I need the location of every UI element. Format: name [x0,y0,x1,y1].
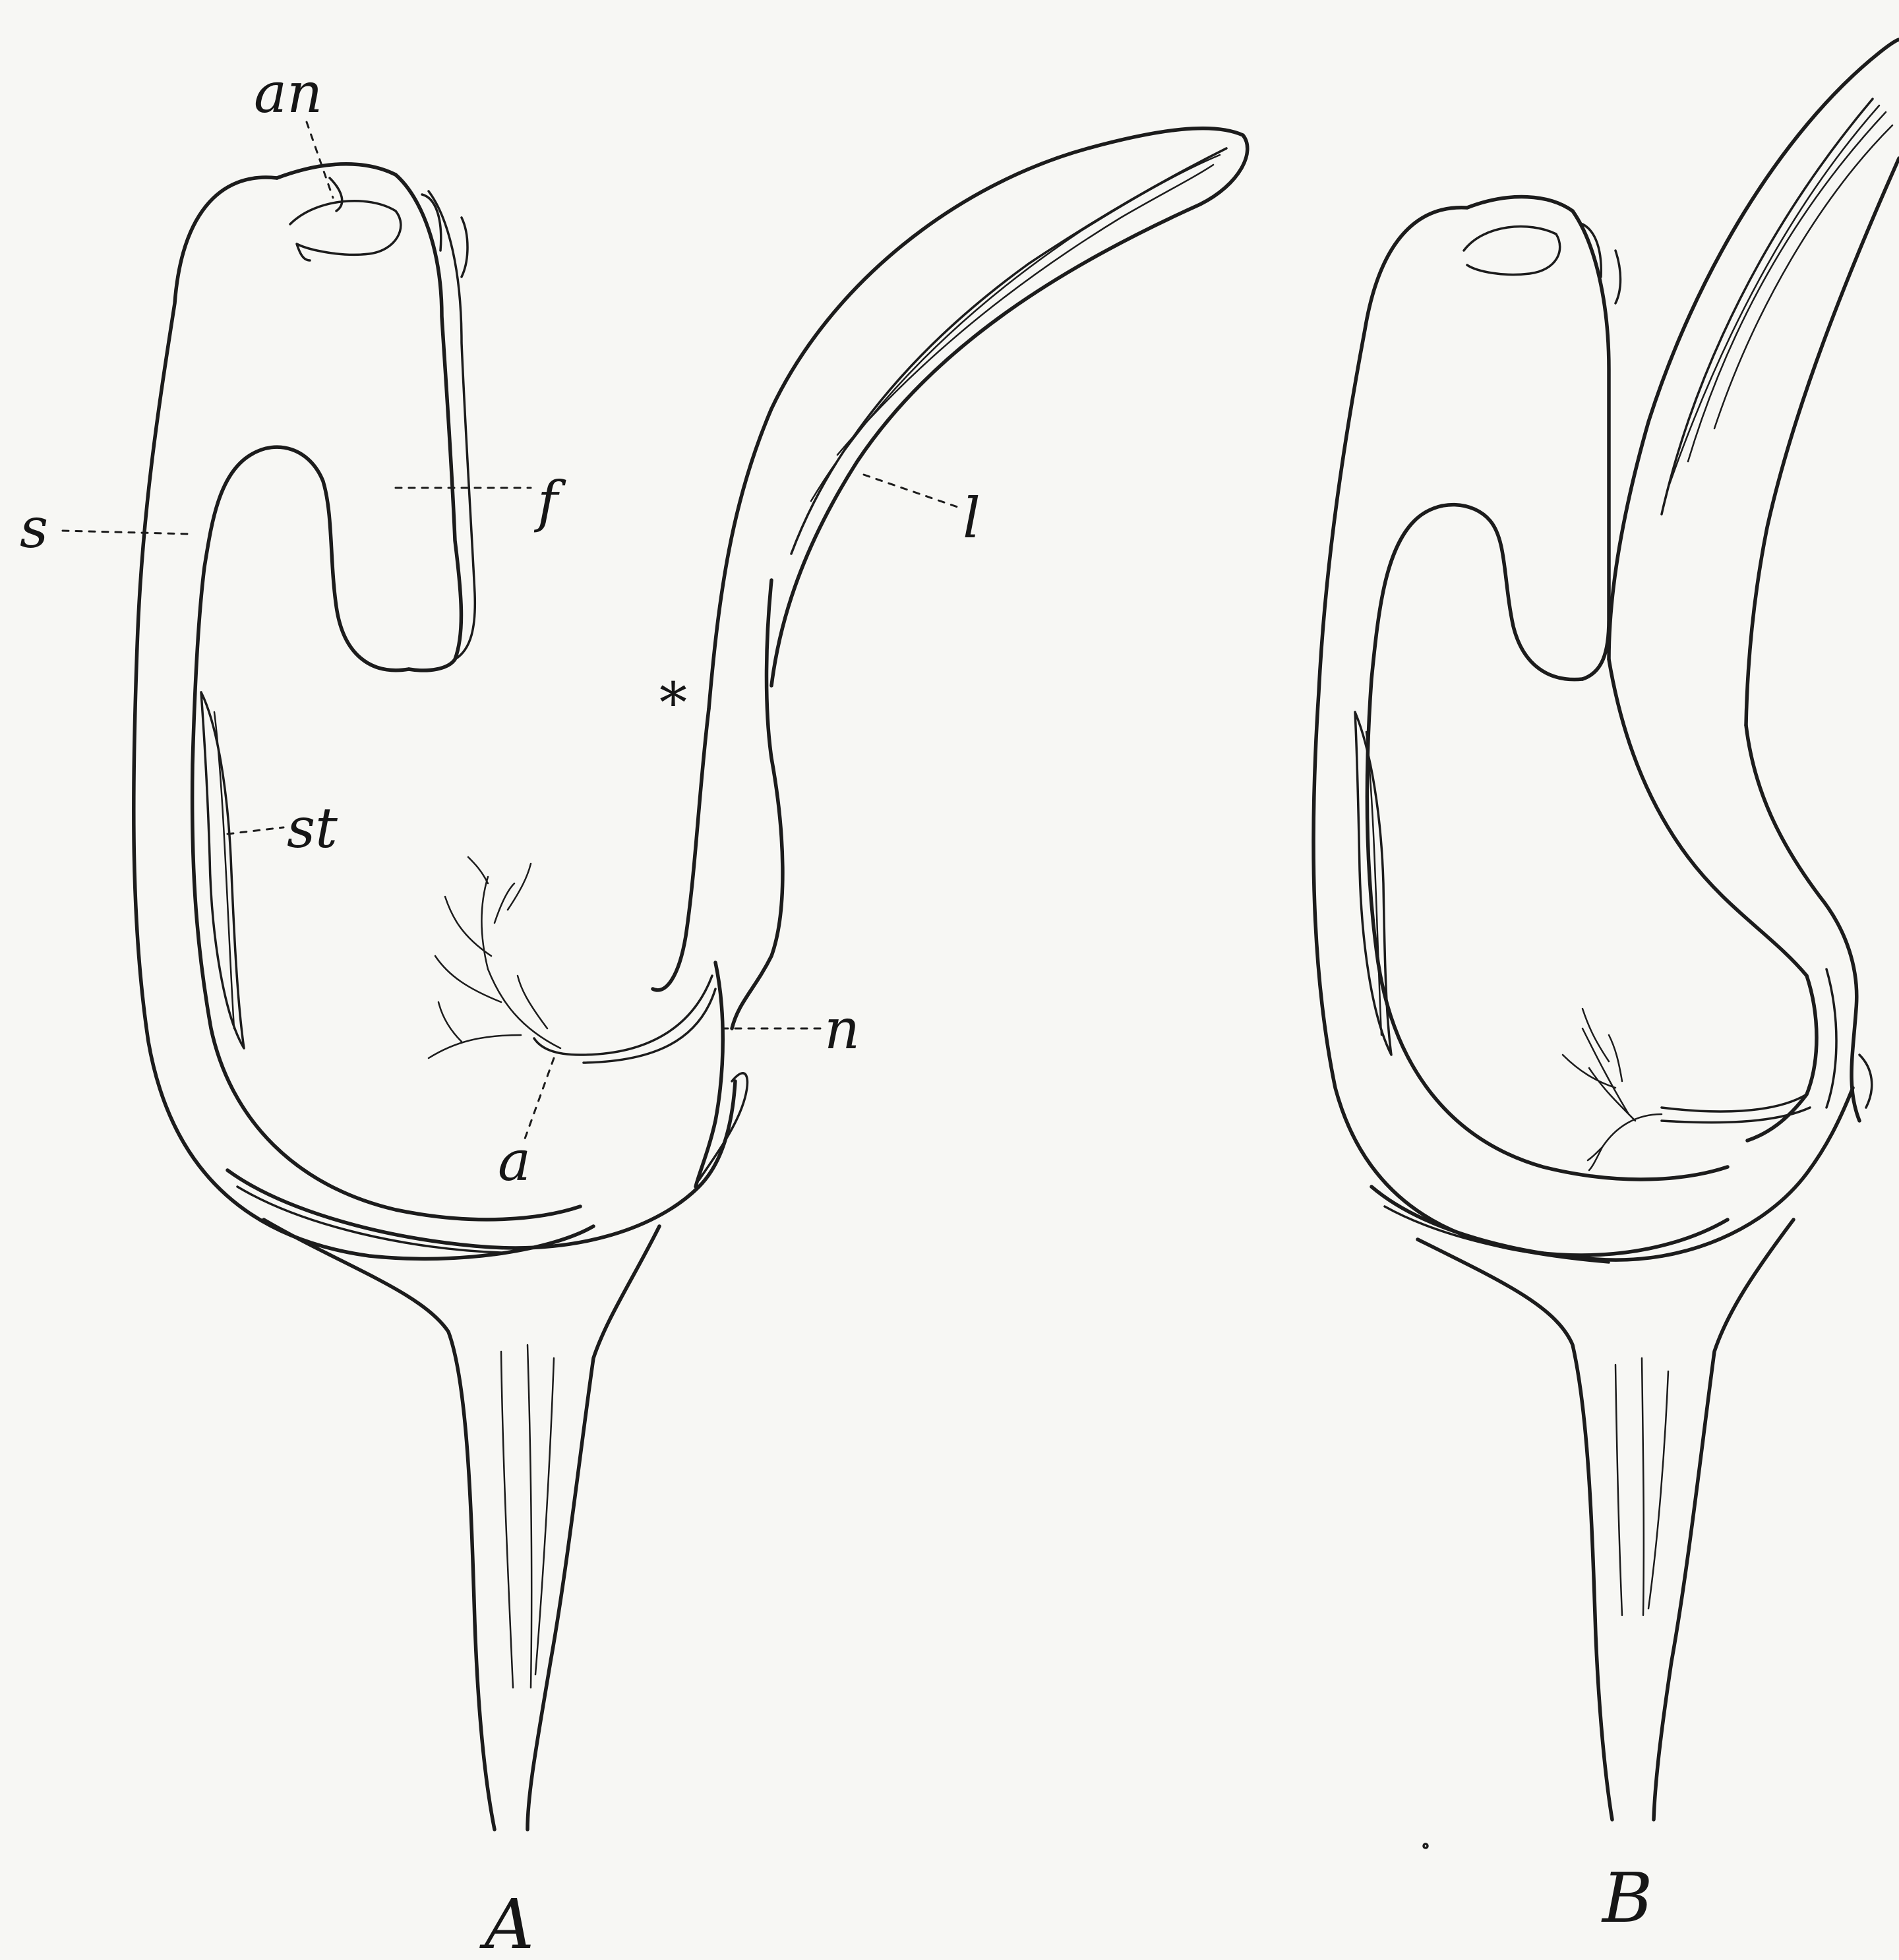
column-left-a [653,709,709,990]
leader-s [63,531,191,534]
label-star: * [659,670,687,735]
column-right-b [1746,725,1859,1121]
anther-b [1464,227,1560,275]
label-st: st [287,796,338,860]
speck [1424,1844,1428,1848]
spur-inner-a [699,1073,747,1180]
column-left-b [1609,659,1807,976]
stalk-vein3-b [1648,1371,1668,1609]
stalk-right-b [1654,1220,1794,1820]
panel-a-labels: an f s l * st n a A [20,61,980,1960]
stalk-vein2-a [528,1345,531,1688]
stalk-left-b [1418,1239,1612,1820]
hair-branches-b [1563,1009,1662,1170]
leader-an [307,122,333,198]
stamen-b [1355,712,1391,1055]
hair-base-b [1662,1094,1810,1123]
hood-top-b [1467,197,1573,211]
leader-st [227,827,284,834]
hood-rim-b [1573,211,1609,679]
bract-a [227,1081,735,1248]
hood-top-a [277,164,396,178]
label-l: l [963,486,980,550]
label-n: n [824,997,860,1061]
hair-branches-a [429,857,560,1058]
spur-inner-b [1826,969,1872,1108]
panel-label-b: B [1601,1858,1652,1938]
column-right-a [732,580,783,1028]
cavity-b [1367,505,1728,1179]
panel-b-drawing: B [1313,40,1899,1938]
panel-a-drawing [134,129,1248,1829]
stalk-left-a [264,1220,495,1829]
label-f: f [533,469,566,534]
label-an: an [254,61,322,125]
stamen-a [201,692,244,1048]
labellum-vein2-b [1714,125,1892,429]
sepal-outline-b [1313,208,1728,1255]
stalk-vein1-a [501,1351,513,1688]
labellum-vein1-a [811,155,1220,501]
hair-base-a [534,976,715,1063]
anther-lobe-a [330,178,342,211]
stalk-vein3-a [535,1358,554,1675]
labellum-outer-a [709,129,1248,709]
anther-a [290,201,401,260]
stalk-vein1-b [1615,1365,1622,1615]
stalk-vein2-b [1642,1358,1644,1615]
label-s: s [20,496,48,560]
leader-l [864,475,959,508]
labellum-inner-a [791,148,1226,554]
labellum-right-b [1746,158,1899,725]
stalk-right-a [528,1226,659,1829]
panel-label-a: A [479,1884,534,1960]
cavity-a [193,447,580,1220]
